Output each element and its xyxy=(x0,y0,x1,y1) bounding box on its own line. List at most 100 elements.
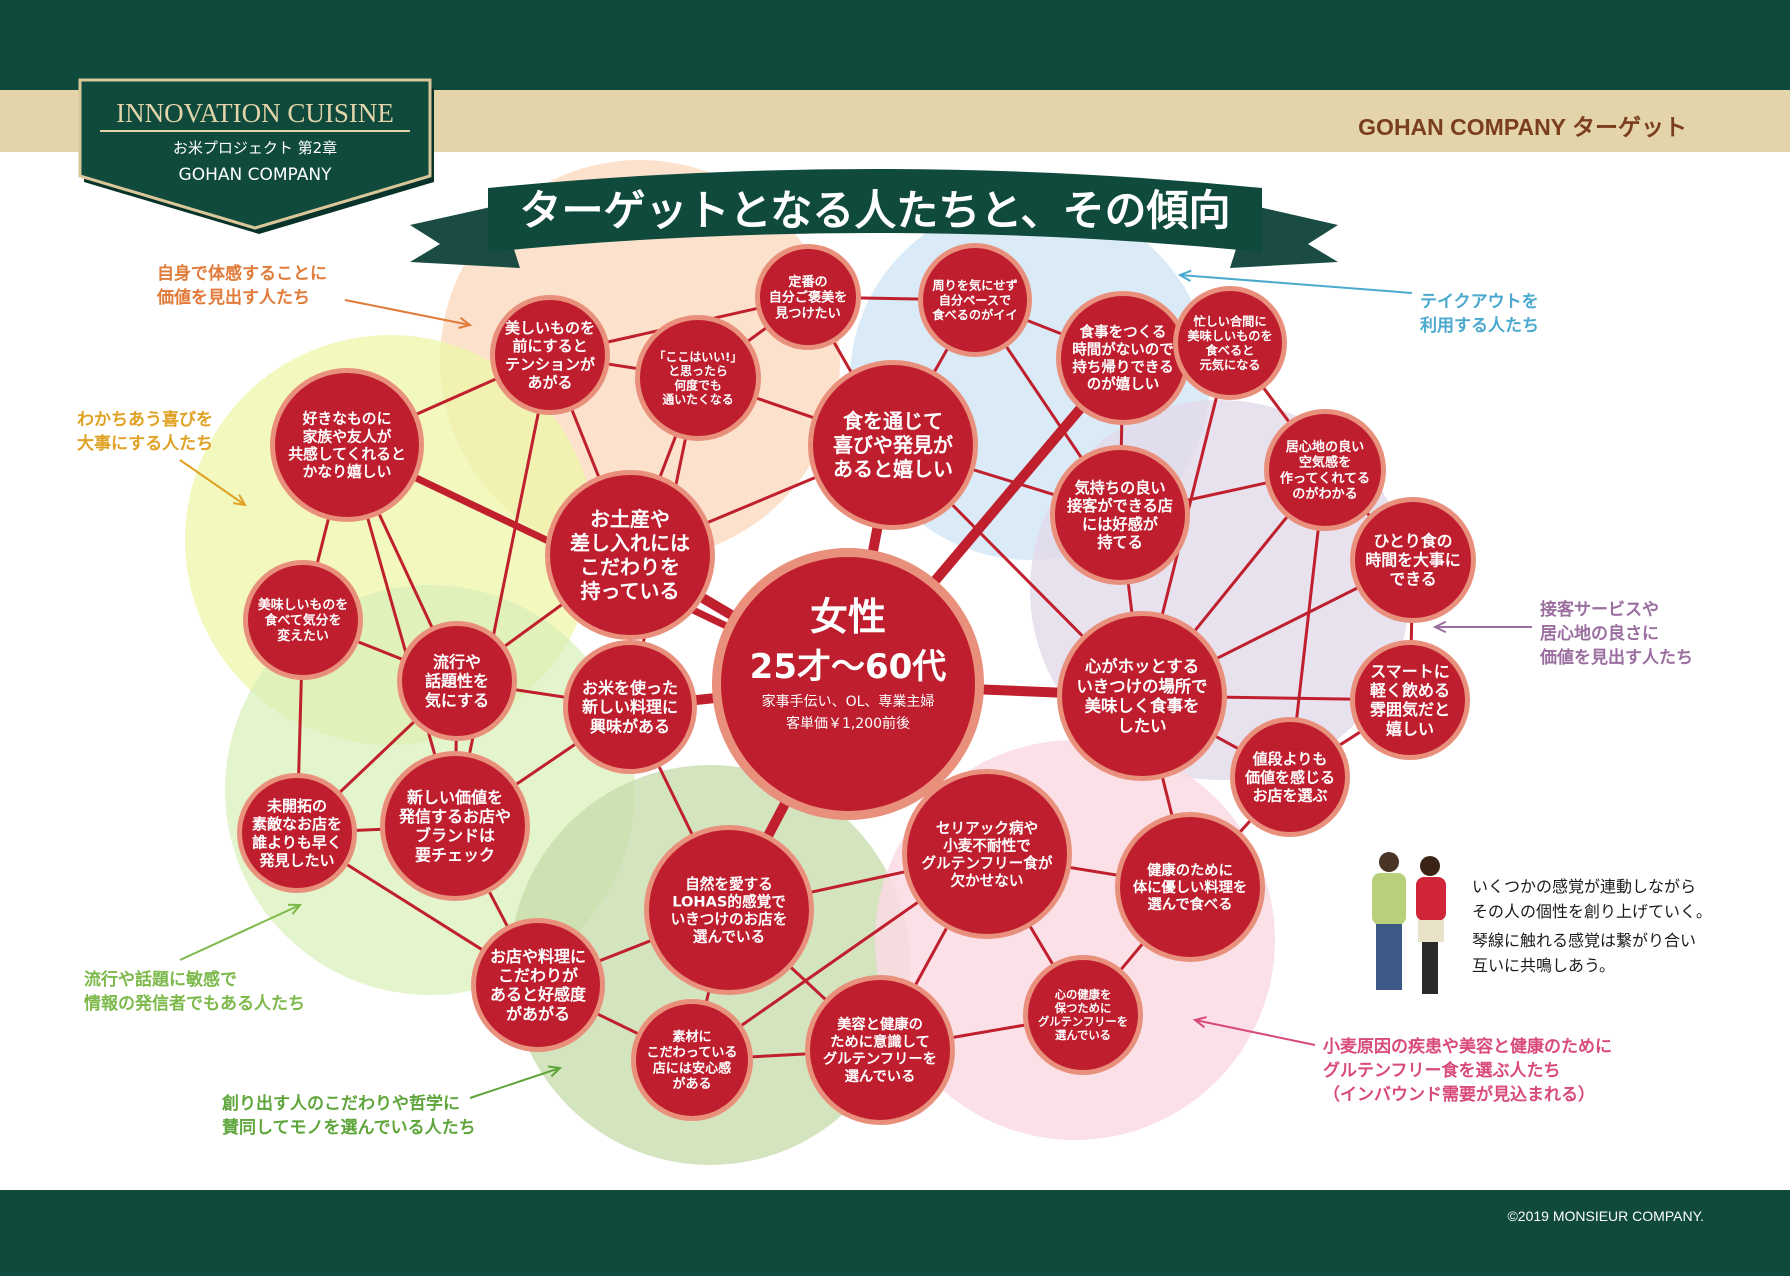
node-circle xyxy=(813,365,973,525)
node-label-line: 美味しく食事を xyxy=(1085,697,1200,716)
node-circle xyxy=(1235,722,1345,832)
banner-title: ターゲットとなる人たちと、その傾向 xyxy=(519,186,1230,235)
node-label-line: ブランドは xyxy=(415,826,495,845)
node-label-line: 興味がある xyxy=(590,717,670,736)
node-label-line: LOHAS的感覚で xyxy=(672,892,786,910)
node-label-line: のが嬉しい xyxy=(1087,375,1160,393)
node-label-line: 気にする xyxy=(425,691,489,710)
title-banner: ターゲットとなる人たちと、その傾向 xyxy=(410,169,1338,268)
node-circle xyxy=(1028,960,1138,1070)
callout-jishin: 自身で体感することに 価値を見出す人たち xyxy=(157,264,327,308)
node-label-line: お店や料理に xyxy=(490,947,586,966)
node-label-line: 雰囲気だと xyxy=(1370,700,1450,719)
node-label-line: 時間を大事に xyxy=(1365,551,1460,570)
node-label-line: がある xyxy=(672,1075,711,1092)
node-circle xyxy=(1355,502,1471,618)
node-label-line: 家族や友人が xyxy=(303,427,392,445)
node-label-line: 通いたくなる xyxy=(662,393,733,407)
node-label-line: 値段よりも xyxy=(1252,750,1328,768)
node-label-line: かなり嬉しい xyxy=(303,463,392,481)
center-title-2: 25才〜60代 xyxy=(750,647,947,687)
footer-bar xyxy=(0,1190,1790,1276)
node-circle xyxy=(1178,291,1282,395)
arrow-jishin xyxy=(344,299,471,326)
node-label-line: 選んでいる xyxy=(1055,1029,1111,1042)
node-label-line: グルテンフリー食が xyxy=(922,854,1053,872)
arrow-ryukou-head xyxy=(287,903,303,915)
node-label-line: 自分ペースで xyxy=(939,292,1012,307)
node-label-line: 発見したい xyxy=(258,851,334,869)
node-label-line: お店を選ぶ xyxy=(1252,786,1327,804)
node-label-line: 持てる xyxy=(1097,534,1143,552)
node-label-line: 食べるのがイイ xyxy=(931,307,1017,322)
arrow-sekkyaku-head xyxy=(1432,620,1447,634)
node-label-line: こだわりが xyxy=(498,966,578,985)
node-label-line: 接客ができる店 xyxy=(1067,497,1173,515)
badge-body xyxy=(78,78,432,230)
node-label-line: 好きなものに xyxy=(302,410,392,428)
node-label-line: ために意識して xyxy=(830,1032,930,1050)
node-label-line: があがる xyxy=(506,1004,570,1023)
man-head xyxy=(1379,852,1399,872)
callout-sekkyaku: 接客サービスや 居心地の良さに 価値を見出す人たち xyxy=(1540,600,1693,668)
center-node: 女性 25才〜60代 家事手伝い、OL、専業主婦 客単価￥1,200前後 xyxy=(712,548,984,820)
node-circle xyxy=(1061,296,1185,420)
woman-body xyxy=(1416,877,1446,921)
caption-line-2: その人の個性を創り上げていく。 xyxy=(1472,902,1713,921)
copyright: ©2019 MONSIEUR COMPANY. xyxy=(1507,1208,1704,1224)
node-label-line: お米を使った xyxy=(582,678,678,697)
callout-wakachi: わかちあう喜びを 大事にする人たち xyxy=(77,410,214,454)
arrow-takeout-head xyxy=(1177,269,1192,282)
node-label-line: こだわりを xyxy=(580,555,680,579)
brand-badge: INNOVATION CUISINE お米プロジェクト 第2章 GOHAN CO… xyxy=(78,78,434,234)
node-label-line: グルテンフリーを xyxy=(1038,1015,1128,1029)
couple-illustration xyxy=(1372,852,1446,994)
node-circle xyxy=(649,830,809,990)
node-label-line: 「ここはいい!」 xyxy=(654,350,743,364)
node-label-line: 持ち帰りできる xyxy=(1072,358,1173,376)
node-circle xyxy=(402,626,512,736)
node-label-line: ひとり食の xyxy=(1374,532,1453,551)
node-label-line: スマートに xyxy=(1370,662,1450,681)
arrow-jishin-head xyxy=(458,316,473,329)
node-circle xyxy=(1120,817,1260,957)
node-label-line: 新しい料理に xyxy=(582,698,678,717)
node-circle xyxy=(476,923,600,1047)
node-label-line: 新しい価値を xyxy=(407,788,503,807)
node-circle xyxy=(568,645,692,769)
node-label-line: と思ったら xyxy=(668,364,727,378)
node-label-line: 美味しいものを xyxy=(1187,328,1272,343)
arrow-ryukou xyxy=(179,904,301,961)
node-circle xyxy=(810,980,950,1120)
node-circle xyxy=(760,249,856,345)
node-label-line: 定番の xyxy=(788,273,827,290)
node-label-line: 食を通じて xyxy=(843,409,943,433)
badge-title: INNOVATION CUISINE xyxy=(116,98,394,128)
node-label-line: 食事をつくる xyxy=(1080,323,1167,341)
node-label-line: お土産や xyxy=(590,507,670,531)
node-circle xyxy=(248,565,358,675)
node-label-line: 流行や xyxy=(433,652,481,671)
badge-subtitle-1: お米プロジェクト 第2章 xyxy=(173,139,337,157)
node-label-line: グルテンフリーを xyxy=(823,1050,937,1068)
woman-head xyxy=(1420,856,1440,876)
node-label-line: 体に優しい料理を xyxy=(1133,878,1247,896)
node-label-line: 素敵なお店を xyxy=(252,815,342,833)
node-label-line: 小麦不耐性で xyxy=(943,836,1031,854)
arrow-tsukuridasu xyxy=(469,1067,561,1099)
